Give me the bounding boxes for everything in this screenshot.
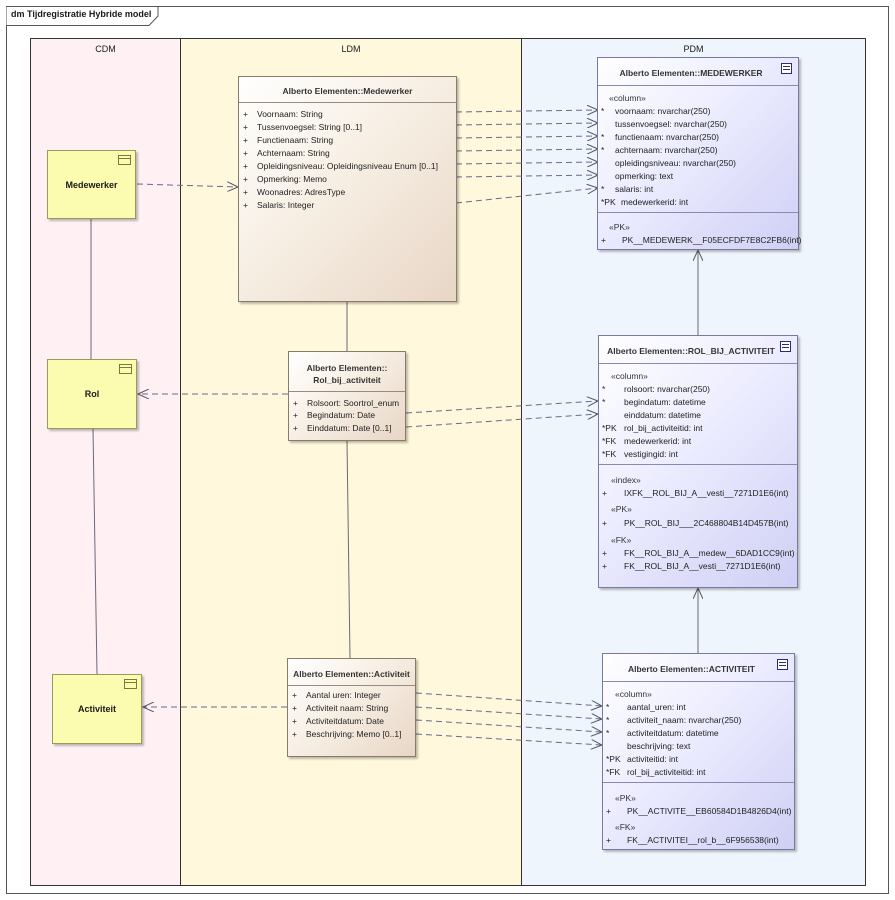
cdm-medewerker[interactable]: Medewerker: [47, 150, 136, 219]
pdm-pk: +PK__MEDEWERK__F05ECFDF7E8C2FB6(int): [601, 235, 802, 245]
pdm-column: *voornaam: nvarchar(250): [601, 106, 711, 116]
ldm-attr: +Functienaam: String: [243, 135, 334, 145]
diagram-title: dm Tijdregistratie Hybride model: [11, 9, 152, 19]
index-stereotype: «index»: [611, 475, 641, 485]
ldm-attr: +Aantal uren: Integer: [292, 690, 381, 700]
cdm-rol[interactable]: Rol: [47, 359, 137, 429]
pdm-rol-title: Alberto Elementen::ROL_BIJ_ACTIVITEIT: [607, 346, 775, 356]
fk-stereotype: «FK»: [611, 535, 632, 545]
ldm-rol-title-1: Alberto Elementen::: [306, 363, 388, 373]
trace-achternaam: [455, 149, 598, 151]
ldm-attr: +Achternaam: String: [243, 148, 330, 158]
pdm-column: beschrijving: text: [627, 741, 691, 751]
columns-stereotype: «column»: [609, 93, 646, 103]
ldm-link-rol-activiteit: [346, 440, 351, 659]
ldm-attr: +Begindatum: Date: [293, 410, 376, 420]
columns-stereotype: «column»: [611, 371, 648, 381]
ldm-medewerker-title: Alberto Elementen::Medewerker: [282, 86, 413, 96]
pdm-index: +IXFK__ROL_BIJ_A__vesti__7271D1E6(int): [602, 488, 789, 498]
ldm-attr: +Opleidingsniveau: Opleidingsniveau Enum…: [243, 161, 438, 171]
cdm-activiteit[interactable]: Activiteit: [52, 674, 142, 744]
pdm-medewerker[interactable]: Alberto Elementen::MEDEWERKER «column» *…: [597, 57, 802, 250]
columns-stereotype: «column»: [615, 689, 652, 699]
ldm-attr: +Activiteit naam: String: [292, 703, 389, 713]
component-icon: [119, 364, 132, 374]
ldm-attr: +Voornaam: String: [243, 109, 323, 119]
trace-activiteitdatum: [415, 719, 602, 732]
cdm-activiteit-label: Activiteit: [77, 704, 116, 714]
cdm-medewerker-label: Medewerker: [65, 179, 118, 190]
pdm-pk: +PK__ROL_BIJ___2C468804B14D457B(int): [602, 518, 789, 528]
pdm-column: *salaris: int: [601, 184, 654, 194]
pdm-activiteit-title: Alberto Elementen::ACTIVITEIT: [627, 664, 756, 674]
table-icon: [777, 659, 788, 670]
trace-ldm-cdm-medewerker: [136, 184, 238, 187]
ldm-attr: +Rolsoort: Soortrol_enum: [293, 398, 400, 408]
trace-tussenvoegsel: [455, 123, 598, 125]
lane-cdm-title: CDM: [95, 44, 116, 54]
ldm-attr: +Beschrijving: Memo [0..1]: [292, 729, 402, 739]
trace-opleidingsniveau: [455, 162, 598, 164]
pdm-column: *aantal_uren: int: [606, 702, 686, 712]
pdm-column: *functienaam: nvarchar(250): [601, 132, 719, 142]
trace-begindatum: [405, 401, 598, 414]
pdm-column: *begindatum: datetime: [602, 397, 706, 407]
cdm-link-rol-activiteit: [92, 428, 98, 675]
pdm-column: opleidingsniveau: nvarchar(250): [615, 158, 736, 168]
trace-voornaam: [455, 110, 598, 112]
pdm-column: tussenvoegsel: nvarchar(250): [615, 119, 727, 129]
table-icon: [780, 341, 791, 352]
pdm-column: *activiteitdatum: datetime: [606, 728, 719, 738]
pdm-column: *activiteit_naam: nvarchar(250): [606, 715, 742, 725]
pk-stereotype: «PK»: [611, 504, 632, 514]
ldm-medewerker[interactable]: Alberto Elementen::Medewerker +Voornaam:…: [238, 76, 457, 302]
ldm-rol-bij-activiteit[interactable]: Alberto Elementen:: Rol_bij_activiteit +…: [288, 351, 406, 441]
pk-stereotype: «PK»: [615, 793, 636, 803]
pdm-fk: +FK__ACTIVITEI__rol_b__6F956538(int): [606, 835, 779, 845]
trace-aantal-uren: [415, 692, 602, 706]
trace-activiteit-naam: [415, 706, 602, 719]
pdm-column: *achternaam: nvarchar(250): [601, 145, 718, 155]
trace-opmerking: [455, 175, 598, 177]
ldm-rol-title-2: Rol_bij_activiteit: [313, 375, 381, 385]
lane-ldm-title: LDM: [341, 44, 361, 54]
trace-beschrijving: [415, 733, 602, 745]
trace-functienaam: [455, 136, 598, 138]
lane-pdm-title: PDM: [683, 44, 704, 54]
table-icon: [781, 63, 792, 74]
diagram-frame: [6, 6, 889, 894]
trace-salaris: [455, 188, 598, 204]
ldm-activiteit-title: Alberto Elementen::Activiteit: [293, 669, 410, 679]
pdm-column: einddatum: datetime: [624, 410, 702, 420]
ldm-attr: +Opmerking: Memo: [243, 174, 327, 184]
ldm-attr: +Woonadres: AdresType: [243, 187, 346, 197]
ldm-attr: +Tussenvoegsel: String [0..1]: [243, 122, 363, 132]
fk-stereotype: «FK»: [615, 822, 636, 832]
pdm-rol-bij-activiteit[interactable]: Alberto Elementen::ROL_BIJ_ACTIVITEIT «c…: [598, 335, 798, 588]
component-icon: [118, 155, 131, 165]
pdm-column: opmerking: text: [615, 171, 674, 181]
ldm-attr: +Activiteitdatum: Date: [292, 716, 384, 726]
ldm-activiteit[interactable]: Alberto Elementen::Activiteit +Aantal ur…: [287, 658, 416, 757]
pdm-fk: +FK__ROL_BIJ_A__medew__6DAD1CC9(int): [602, 548, 795, 558]
pdm-activiteit[interactable]: Alberto Elementen::ACTIVITEIT «column» *…: [602, 653, 795, 850]
cdm-rol-label: Rol: [84, 389, 100, 399]
component-icon: [124, 679, 137, 689]
pdm-fk: +FK__ROL_BIJ_A__vesti__7271D1E6(int): [602, 561, 781, 571]
pdm-pk: +PK__ACTIVITE__EB60584D1B4826D4(int): [606, 806, 792, 816]
trace-einddatum: [405, 414, 598, 428]
pdm-column: *rolsoort: nvarchar(250): [602, 384, 710, 394]
ldm-attr: +Einddatum: Date [0..1]: [293, 423, 392, 433]
ldm-attr: +Salaris: Integer: [243, 200, 315, 210]
pk-stereotype: «PK»: [609, 222, 630, 232]
pdm-medewerker-title: Alberto Elementen::MEDEWERKER: [619, 68, 763, 78]
